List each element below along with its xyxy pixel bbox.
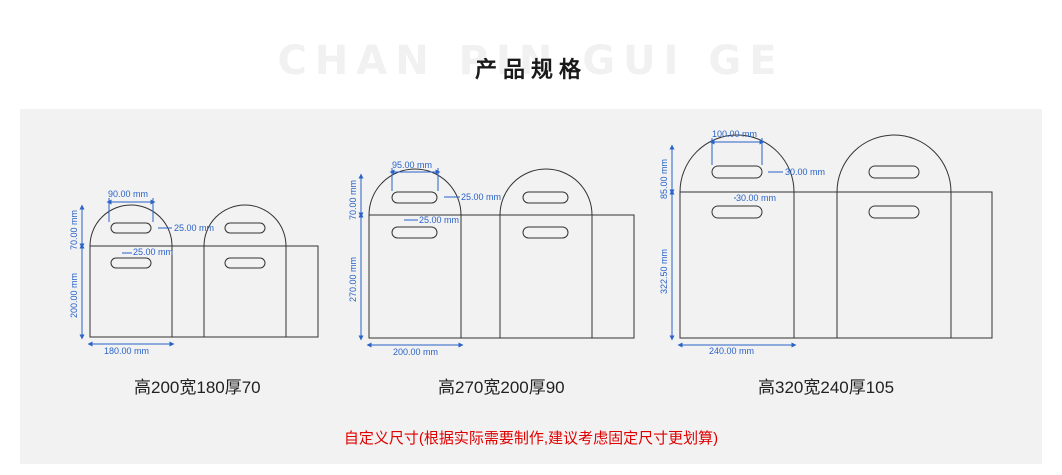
bag-1-handle-gap-label: 25.00 mm	[174, 223, 214, 233]
bag-1-front-panel	[89, 204, 173, 338]
bag-3-handle-width-label: 100.00 mm	[712, 129, 757, 139]
bag-1-width-label: 180.00 mm	[104, 346, 149, 356]
bag-3-handle-slot	[868, 205, 920, 219]
bag-2-front-panel	[368, 168, 462, 339]
bag-3-width-label: 240.00 mm	[709, 346, 754, 356]
bag-2-flap-label: 70.00 mm	[348, 180, 358, 220]
bag-3-height-label: 322.50 mm	[659, 249, 669, 294]
bag-1-handle-slot	[110, 257, 152, 269]
bag-3-handle-slot	[868, 165, 920, 179]
bag-3-handle-gap-label: 30.00 mm	[785, 167, 825, 177]
bag-2-gusset-band	[368, 214, 635, 339]
bag-3-template: 100.00 mm 30.00 mm 30.00 mm 240.00 mm 85…	[659, 129, 993, 356]
bag-1-back-panel	[203, 204, 287, 338]
bag-2-handle-slot	[522, 191, 569, 204]
bag-1-handle-slot	[110, 222, 152, 234]
bag-2-back-panel	[499, 168, 593, 339]
bag-1-handle-gap-2-label: 25.00 mm	[133, 247, 173, 257]
bag-2-template: 95.00 mm 25.00 mm 25.00 mm 200.00 mm 70.…	[348, 160, 635, 357]
bag-2-height-label: 270.00 mm	[348, 257, 358, 302]
bag-1-handle-slot	[224, 257, 266, 269]
spec-panel	[20, 109, 1042, 464]
bag-1-height-label: 200.00 mm	[69, 273, 79, 318]
bag-2-handle-slot	[391, 191, 438, 204]
bag-3-gusset-band	[679, 191, 993, 339]
bag-3-handle-gap-2-label: 30.00 mm	[736, 193, 776, 203]
bag-2-caption: 高270宽200厚90	[438, 378, 565, 397]
background-watermark-word: CHAN PIN GUI GE	[277, 38, 785, 84]
bag-2-handle-slot	[391, 226, 438, 239]
page-title: 产品规格	[474, 58, 587, 83]
bag-2-handle-gap-2-label: 25.00 mm	[419, 215, 459, 225]
bag-1-handle-slot	[224, 222, 266, 234]
bag-3-back-panel	[836, 134, 952, 339]
bag-2-width-label: 200.00 mm	[393, 347, 438, 357]
bag-1-caption: 高200宽180厚70	[134, 378, 261, 397]
bag-3-handle-slot	[711, 205, 763, 219]
bag-1-flap-label: 70.00 mm	[69, 210, 79, 250]
bag-3-front-panel	[679, 134, 795, 339]
bag-3-handle-slot	[711, 165, 763, 179]
bag-2-handle-slot	[522, 226, 569, 239]
bag-3-caption: 高320宽240厚105	[758, 378, 895, 397]
bag-2-handle-width-label: 95.00 mm	[392, 160, 432, 170]
custom-size-note: 自定义尺寸(根据实际需要制作,建议考虑固定尺寸更划算)	[343, 430, 719, 447]
bag-2-handle-gap-label: 25.00 mm	[461, 192, 501, 202]
bag-1-handle-width-label: 90.00 mm	[108, 189, 148, 199]
bag-1-template: 90.00 mm 25.00 mm 25.00 mm 180.00 mm 70.…	[69, 189, 319, 356]
bag-3-flap-label: 85.00 mm	[659, 159, 669, 199]
